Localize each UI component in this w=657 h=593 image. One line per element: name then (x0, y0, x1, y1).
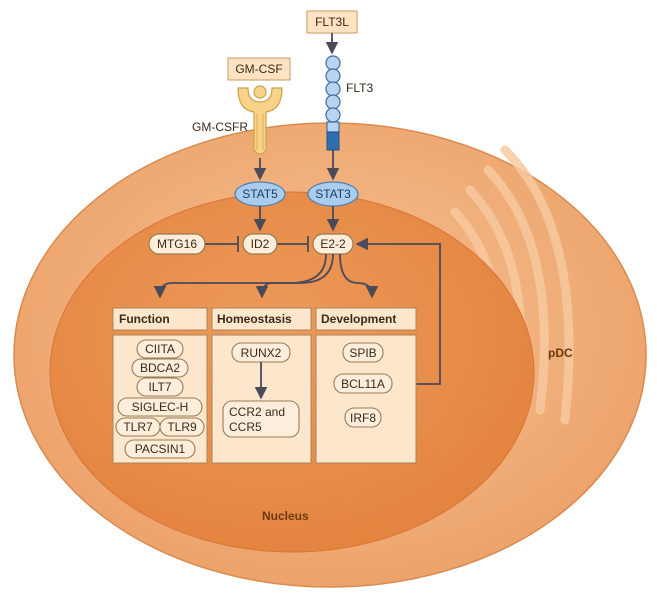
homeostasis-item-ccr2: CCR2 and (229, 405, 285, 419)
function-item-tlr7: TLR7 (123, 420, 153, 434)
stat5-label: STAT5 (242, 187, 278, 201)
function-panel: Function CIITA BDCA2 ILT7 SIGLEC-H TLR7 … (112, 307, 208, 464)
development-panel: Development SPIB BCL11A IRF8 (315, 307, 417, 464)
homeostasis-item-ccr5: CCR5 (229, 420, 262, 434)
id2-inhibits-e22 (277, 236, 309, 252)
flt3-receptor (325, 55, 341, 151)
id2-label: ID2 (251, 237, 270, 251)
stat3-label: STAT3 (315, 187, 351, 201)
gmcsf-box (227, 57, 291, 81)
function-title: Function (119, 312, 170, 326)
function-item-bdca2: BDCA2 (140, 361, 180, 375)
nucleus-label: Nucleus (262, 509, 309, 523)
flt3-label: FLT3 (346, 81, 373, 95)
development-item-bcl11a: BCL11A (341, 377, 385, 391)
function-item-tlr9: TLR9 (167, 420, 197, 434)
gmcsfr-label: GM-CSFR (192, 120, 248, 134)
homeostasis-item-runx2: RUNX2 (241, 346, 282, 360)
e22-label: E2-2 (320, 237, 346, 251)
gmcsfr-receptor (237, 85, 283, 155)
function-item-ciita: CIITA (145, 342, 175, 356)
function-item-siglec-h: SIGLEC-H (132, 400, 189, 414)
mtg16-inhibits-id2 (205, 236, 239, 252)
gmcsf-label: GM-CSF (235, 62, 282, 76)
development-item-spib: SPIB (349, 346, 376, 360)
homeostasis-panel: Homeostasis RUNX2 CCR2 and CCR5 (211, 307, 312, 464)
homeostasis-title: Homeostasis (217, 312, 292, 326)
bcl11a-feedback-arrow (355, 237, 441, 385)
development-item-irf8: IRF8 (350, 411, 376, 425)
function-item-ilt7: ILT7 (148, 380, 171, 394)
e22-branch-arrows (153, 253, 379, 299)
cell-label: pDC (548, 346, 573, 360)
mtg16-label: MTG16 (157, 237, 197, 251)
development-title: Development (321, 312, 396, 326)
flt3l-label: FLT3L (315, 15, 349, 29)
function-item-pacsin1: PACSIN1 (135, 442, 186, 456)
